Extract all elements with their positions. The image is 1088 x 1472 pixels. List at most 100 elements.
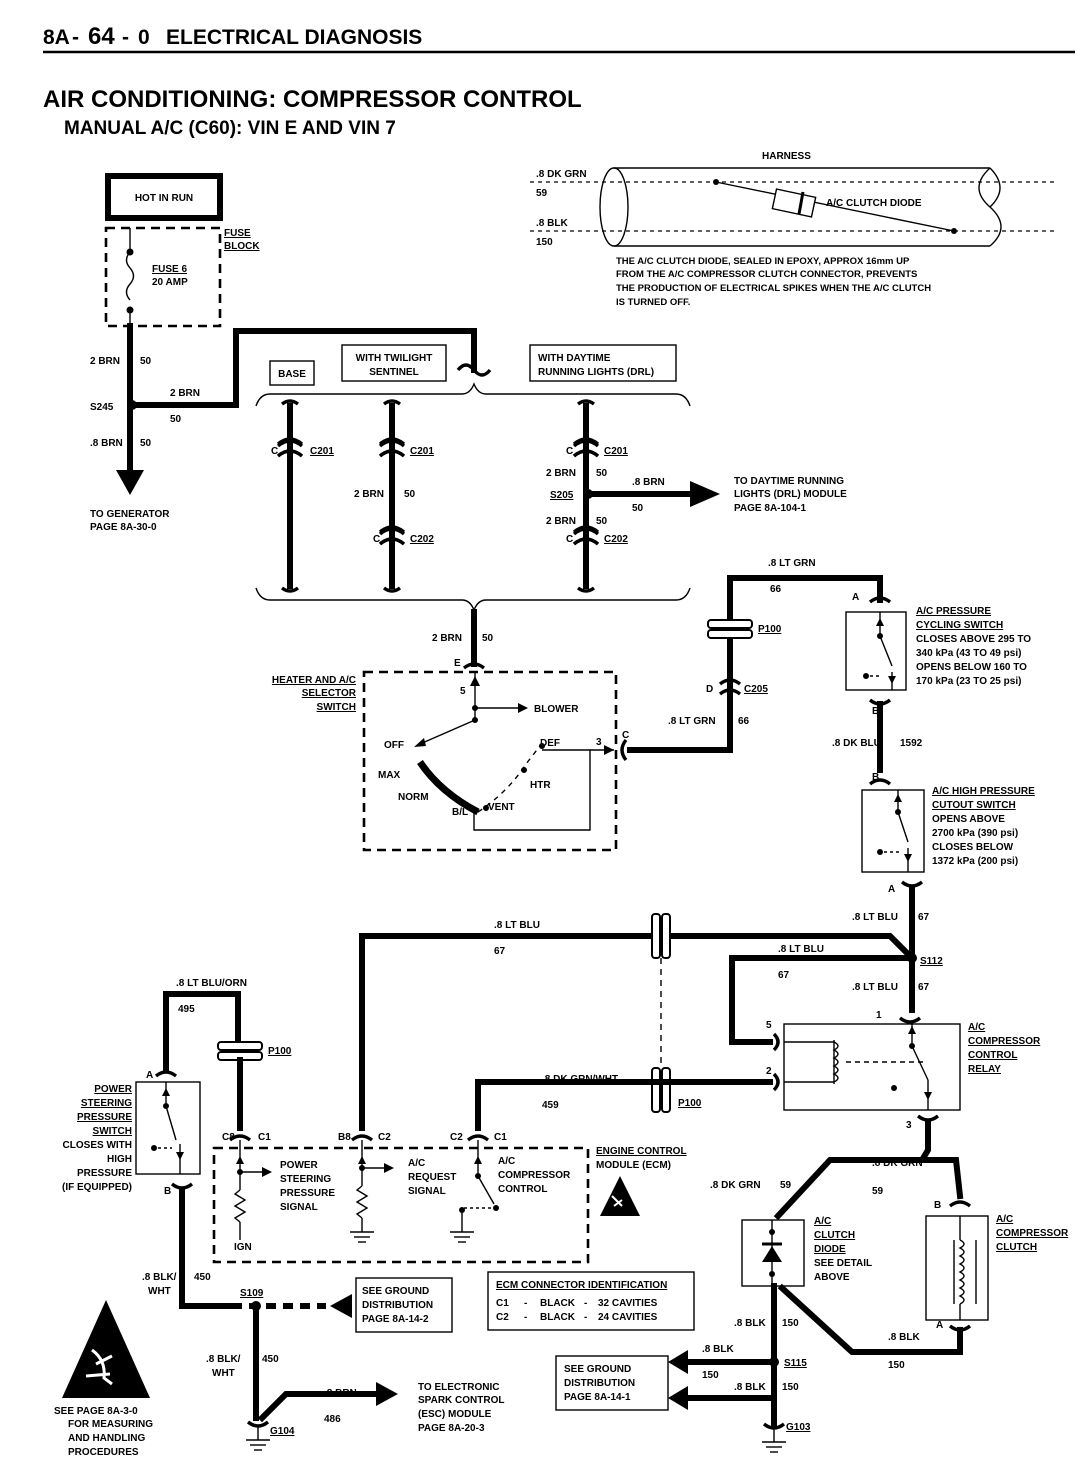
svg-text:-: - — [72, 26, 79, 49]
svg-text:SEE GROUND: SEE GROUND — [564, 1364, 631, 1375]
svg-text:MODULE (ECM): MODULE (ECM) — [596, 1160, 671, 1171]
svg-text:A/C: A/C — [408, 1158, 425, 1169]
svg-text:CUTOUT SWITCH: CUTOUT SWITCH — [932, 800, 1016, 811]
svg-text:.8 BLK/: .8 BLK/ — [206, 1354, 241, 1365]
svg-text:.8 DK GRN: .8 DK GRN — [872, 1158, 923, 1169]
svg-text:ABOVE: ABOVE — [814, 1272, 850, 1283]
ac-pressure-cycling-switch: A A/C PRESSURE CYCLING SWITCH CLOSES ABO… — [845, 592, 1031, 717]
section-title: ELECTRICAL DIAGNOSIS — [166, 26, 422, 49]
option-variants: BASE WITH TWILIGHT SENTINEL WITH DAYTIME… — [255, 344, 847, 612]
svg-text:150: 150 — [702, 1370, 719, 1381]
svg-text:BLACK: BLACK — [540, 1298, 576, 1309]
svg-text:DISTRIBUTION: DISTRIBUTION — [362, 1300, 433, 1311]
svg-text:COMPRESSOR: COMPRESSOR — [498, 1170, 571, 1181]
svg-text:2 BRN: 2 BRN — [546, 516, 576, 527]
svg-text:.8 LT GRN: .8 LT GRN — [668, 716, 716, 727]
svg-text:HARNESS: HARNESS — [762, 151, 811, 162]
svg-text:PRESSURE: PRESSURE — [77, 1168, 132, 1179]
svg-text:BLACK: BLACK — [540, 1312, 576, 1323]
wire-2brn-50-to-options — [129, 328, 477, 408]
svg-text:67: 67 — [494, 946, 506, 957]
svg-text:VENT: VENT — [488, 802, 515, 813]
svg-text:PAGE 8A-20-3: PAGE 8A-20-3 — [418, 1423, 485, 1434]
svg-text:AND HANDLING: AND HANDLING — [68, 1433, 145, 1444]
svg-text:C2: C2 — [378, 1132, 391, 1143]
svg-text:.8 LT BLU: .8 LT BLU — [494, 920, 540, 931]
svg-text:.8 LT BLU: .8 LT BLU — [852, 982, 898, 993]
svg-text:50: 50 — [140, 438, 152, 449]
svg-text:SEE DETAIL: SEE DETAIL — [814, 1258, 872, 1269]
svg-text:IGN: IGN — [234, 1242, 252, 1253]
ground-g104: G104 — [270, 1426, 295, 1437]
svg-text:COMPRESSOR: COMPRESSOR — [996, 1228, 1069, 1239]
svg-text:CONTROL: CONTROL — [498, 1184, 547, 1195]
svg-text:CLOSES ABOVE 295 TO: CLOSES ABOVE 295 TO — [916, 634, 1031, 645]
svg-text:REQUEST: REQUEST — [408, 1172, 456, 1183]
svg-text:WITH TWILIGHT: WITH TWILIGHT — [356, 353, 433, 364]
svg-text:(ESC) MODULE: (ESC) MODULE — [418, 1409, 492, 1420]
svg-text:59: 59 — [780, 1180, 792, 1191]
hot-in-run-label: HOT IN RUN — [135, 193, 193, 204]
svg-text:STEERING: STEERING — [81, 1098, 132, 1109]
svg-text:A: A — [888, 884, 895, 895]
svg-text:CLOSES WITH: CLOSES WITH — [63, 1140, 132, 1151]
svg-text:BLOWER: BLOWER — [534, 704, 579, 715]
heater-ac-selector-switch: HEATER AND A/C SELECTOR SWITCH 5 BLOWER … — [272, 670, 618, 852]
ac-compressor-control-relay: 1 5 2 A/C COMPRESSOR CONTROL RELAY 3 — [766, 1010, 1041, 1131]
svg-text:TO ELECTRONIC: TO ELECTRONIC — [418, 1382, 499, 1393]
svg-text:.8 DK GRN: .8 DK GRN — [710, 1180, 761, 1191]
svg-text:5: 5 — [460, 686, 466, 697]
svg-text:C201: C201 — [604, 446, 628, 457]
svg-text:SWITCH: SWITCH — [317, 702, 356, 713]
svg-text:A/C: A/C — [968, 1022, 985, 1033]
svg-text:DIODE: DIODE — [814, 1244, 846, 1255]
svg-text:B: B — [872, 706, 879, 717]
svg-text:A/C CLUTCH DIODE: A/C CLUTCH DIODE — [826, 198, 922, 209]
svg-text:P100: P100 — [678, 1098, 702, 1109]
svg-text:2 BRN: 2 BRN — [546, 468, 576, 479]
svg-text:SEE GROUND: SEE GROUND — [362, 1286, 429, 1297]
svg-text:A/C HIGH PRESSURE: A/C HIGH PRESSURE — [932, 786, 1035, 797]
svg-text:50: 50 — [596, 516, 608, 527]
svg-text:B/L: B/L — [452, 807, 468, 818]
esd-warning: SEE PAGE 8A-3-0 FOR MEASURING AND HANDLI… — [54, 1300, 153, 1458]
svg-text:PAGE 8A-14-1: PAGE 8A-14-1 — [564, 1392, 631, 1403]
svg-text:ECM CONNECTOR IDENTIFICATION: ECM CONNECTOR IDENTIFICATION — [496, 1280, 667, 1291]
svg-text:.8 LT BLU: .8 LT BLU — [778, 944, 824, 955]
svg-text:5: 5 — [766, 1020, 772, 1031]
svg-text:50: 50 — [596, 468, 608, 479]
svg-text:MAX: MAX — [378, 770, 401, 781]
ac-high-pressure-cutout-switch: B A/C HIGH PRESSURE CUTOUT SWITCH OPENS … — [861, 772, 1035, 895]
svg-text:-: - — [584, 1312, 587, 1323]
svg-text:B: B — [934, 1200, 941, 1211]
svg-text:C: C — [566, 446, 573, 457]
svg-text:.8 LT GRN: .8 LT GRN — [768, 558, 816, 569]
splice-s245: S245 — [90, 402, 114, 413]
svg-text:2700 kPa (390 psi): 2700 kPa (390 psi) — [932, 828, 1018, 839]
svg-text:RUNNING LIGHTS (DRL): RUNNING LIGHTS (DRL) — [538, 367, 654, 378]
svg-text:340 kPa (43 TO 49 psi): 340 kPa (43 TO 49 psi) — [916, 648, 1021, 659]
svg-text:66: 66 — [770, 584, 782, 595]
splice-s112: S112 — [920, 956, 943, 967]
svg-text:PAGE 8A-14-2: PAGE 8A-14-2 — [362, 1314, 429, 1325]
svg-text:150: 150 — [536, 237, 553, 248]
splice-s109: S109 — [240, 1288, 264, 1299]
svg-text:1: 1 — [876, 1010, 882, 1021]
svg-text:66: 66 — [738, 716, 750, 727]
svg-text:486: 486 — [324, 1414, 341, 1425]
svg-text:B: B — [872, 772, 879, 783]
svg-text:LIGHTS (DRL) MODULE: LIGHTS (DRL) MODULE — [734, 489, 847, 500]
svg-text:A: A — [852, 592, 859, 603]
svg-text:HEATER AND A/C: HEATER AND A/C — [272, 675, 356, 686]
svg-text:SIGNAL: SIGNAL — [280, 1202, 318, 1213]
fuse-block: HOT IN RUN FUSE BLOCK FUSE 6 20 AMP — [104, 173, 260, 328]
fuse-label-1: FUSE 6 — [152, 264, 187, 275]
svg-text:.8 BLK: .8 BLK — [536, 218, 568, 229]
diagram-subtitle: MANUAL A/C (C60): VIN E AND VIN 7 — [64, 118, 396, 139]
svg-text:3: 3 — [906, 1120, 912, 1131]
section-number: 8A — [43, 26, 70, 49]
svg-text:THE A/C CLUTCH DIODE, SEALED I: THE A/C CLUTCH DIODE, SEALED IN EPOXY, A… — [616, 256, 910, 267]
svg-text:DEF: DEF — [540, 738, 560, 749]
svg-text:C202: C202 — [604, 534, 628, 545]
svg-text:.8 LT BLU: .8 LT BLU — [852, 912, 898, 923]
